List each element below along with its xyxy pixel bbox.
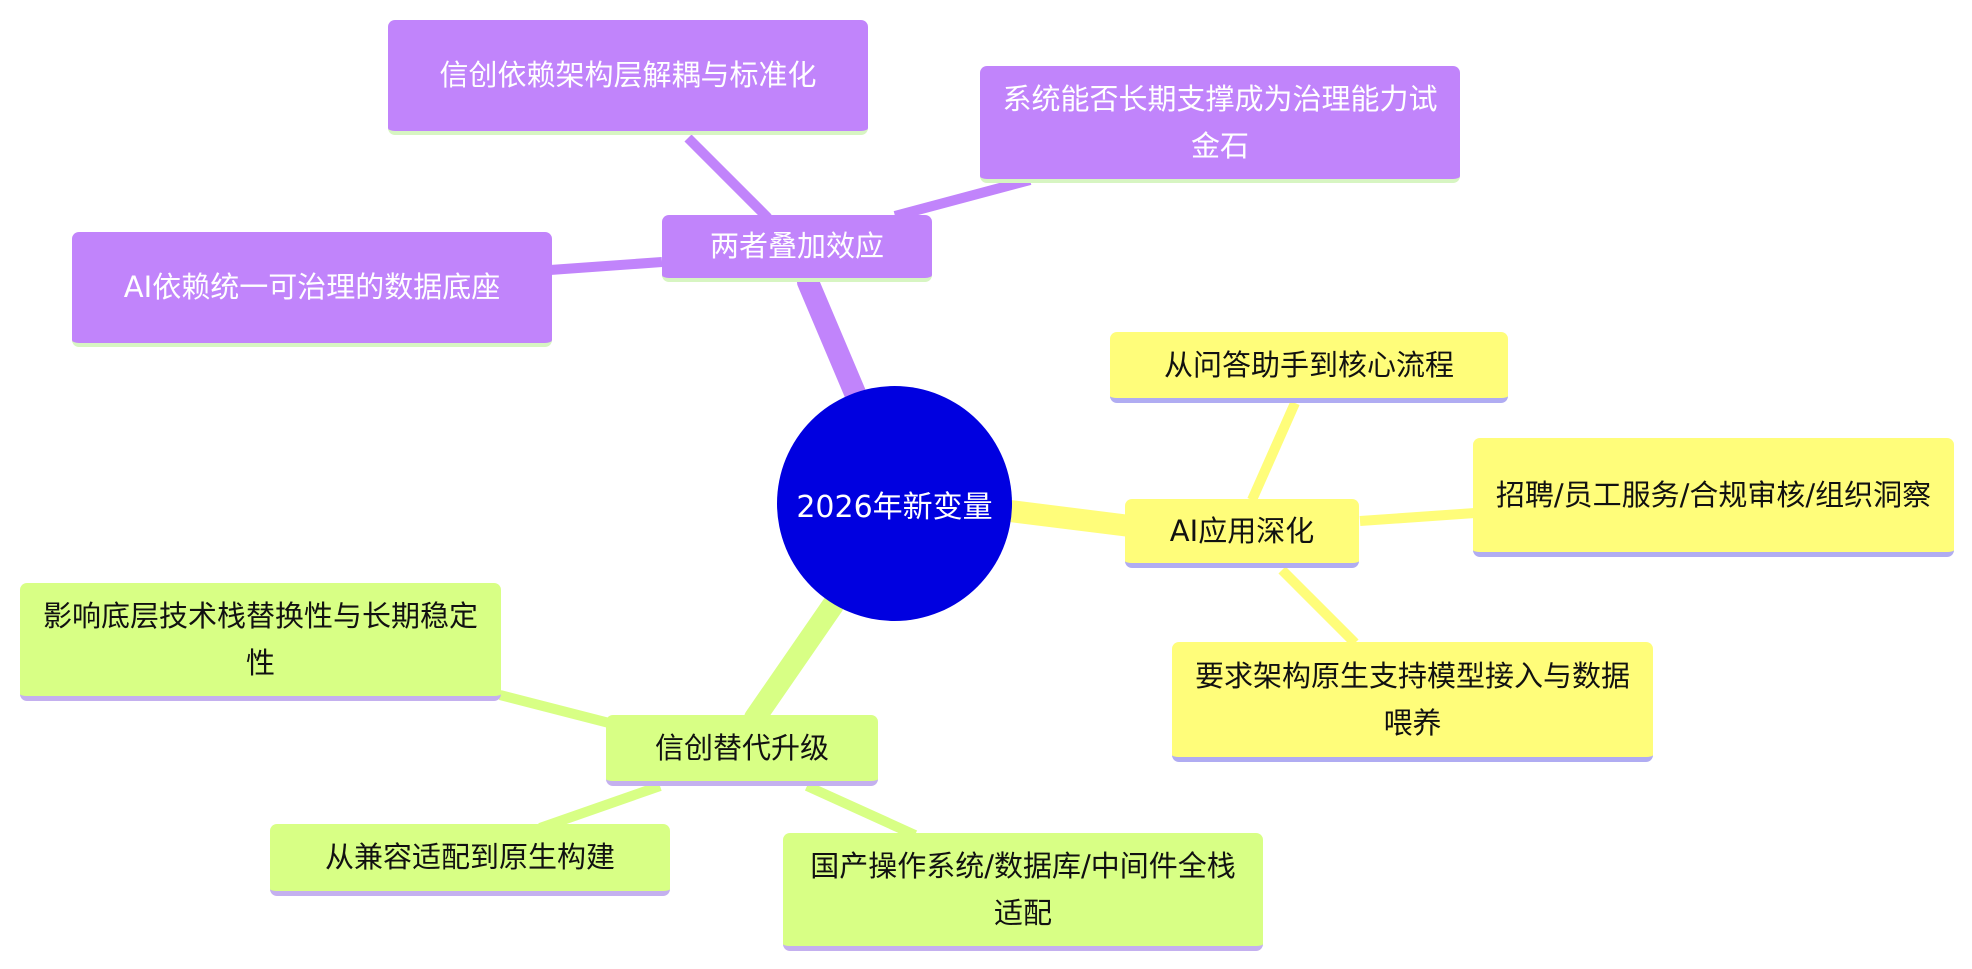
xc-child-stack-stability[interactable]: 影响底层技术栈替换性与长期稳定性 bbox=[20, 583, 501, 701]
overlay-child-data-base[interactable]: AI依赖统一可治理的数据底座 bbox=[72, 232, 552, 347]
root-node[interactable]: 2026年新变量 bbox=[777, 386, 1012, 621]
xinchuang-upgrade-node[interactable]: 信创替代升级 bbox=[606, 715, 878, 786]
overlay-child-governance[interactable]: 系统能否长期支撑成为治理能力试金石 bbox=[980, 66, 1460, 183]
edge-xc-c2 bbox=[538, 781, 662, 833]
edge-root-ai bbox=[999, 500, 1141, 537]
overlay-child-decoupling[interactable]: 信创依赖架构层解耦与标准化 bbox=[388, 20, 868, 135]
ai-child-core-process[interactable]: 从问答助手到核心流程 bbox=[1110, 332, 1508, 403]
edge-ai-c2 bbox=[1359, 508, 1476, 526]
ai-child-scenarios[interactable]: 招聘/员工服务/合规审核/组织洞察 bbox=[1473, 438, 1954, 557]
overlay-child-decoupling-label: 信创依赖架构层解耦与标准化 bbox=[439, 58, 817, 92]
edge-ai-c3 bbox=[1278, 566, 1359, 647]
ai-deepening-label: AI应用深化 bbox=[1169, 513, 1315, 548]
xc-child-native-build[interactable]: 从兼容适配到原生构建 bbox=[270, 824, 670, 896]
edge-overlay-c3 bbox=[549, 257, 663, 275]
edge-xc-c1 bbox=[498, 690, 615, 729]
edge-xc-c3 bbox=[804, 781, 918, 840]
overlay-child-governance-label: 系统能否长期支撑成为治理能力试金石 bbox=[1002, 81, 1438, 163]
xc-child-native-build-label: 从兼容适配到原生构建 bbox=[324, 840, 615, 874]
ai-child-core-process-label: 从问答助手到核心流程 bbox=[1163, 347, 1454, 382]
xinchuang-upgrade-label: 信创替代升级 bbox=[654, 730, 829, 765]
overlay-effect-node[interactable]: 两者叠加效应 bbox=[662, 215, 932, 282]
overlay-effect-label: 两者叠加效应 bbox=[709, 229, 884, 263]
overlay-child-data-base-label: AI依赖统一可治理的数据底座 bbox=[123, 270, 501, 304]
edge-overlay-c2 bbox=[893, 175, 1032, 221]
xc-child-full-stack[interactable]: 国产操作系统/数据库/中间件全栈适配 bbox=[783, 833, 1263, 951]
edge-ai-c1 bbox=[1247, 400, 1300, 503]
ai-child-model-access[interactable]: 要求架构原生支持模型接入与数据喂养 bbox=[1172, 642, 1653, 762]
ai-deepening-node[interactable]: AI应用深化 bbox=[1125, 499, 1359, 568]
edge-overlay-c1 bbox=[684, 134, 772, 222]
root-label: 2026年新变量 bbox=[796, 489, 993, 525]
ai-child-model-access-label: 要求架构原生支持模型接入与数据喂养 bbox=[1194, 658, 1630, 740]
edge-root-xinchuang bbox=[744, 594, 844, 729]
xc-child-full-stack-label: 国产操作系统/数据库/中间件全栈适配 bbox=[810, 848, 1236, 930]
xc-child-stack-stability-label: 影响底层技术栈替换性与长期稳定性 bbox=[42, 598, 478, 680]
edge-root-overlay bbox=[797, 271, 866, 404]
ai-child-scenarios-label: 招聘/员工服务/合规审核/组织洞察 bbox=[1495, 477, 1932, 512]
